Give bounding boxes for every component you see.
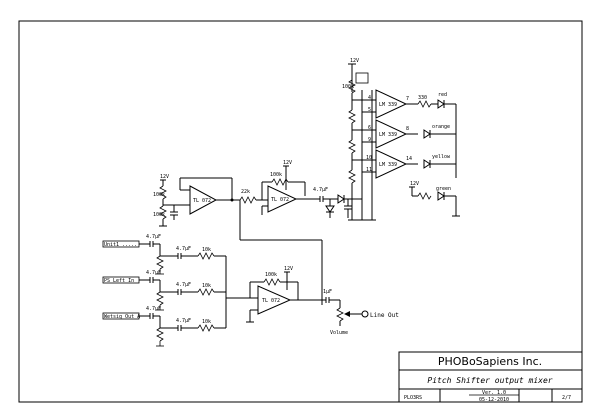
volume-wiper-arrow bbox=[344, 311, 350, 317]
company-name: PHOBoSapiens Inc. bbox=[438, 355, 542, 368]
opamp-label: TL 072 bbox=[271, 197, 289, 203]
opamp-output: TL 072 12V 100k 1µF Line Out Volume bbox=[246, 266, 399, 336]
opamp-label: TL 072 bbox=[193, 198, 211, 204]
cap-label: 1µF bbox=[323, 289, 332, 295]
cap-label: 4.7µF bbox=[313, 187, 328, 193]
sheet-border bbox=[18, 20, 583, 403]
supply-label: 12V bbox=[350, 58, 359, 64]
led-green-icon bbox=[437, 191, 445, 201]
bias-section: 12V 100k 100k bbox=[153, 174, 190, 227]
mix-resistor bbox=[197, 252, 215, 332]
input-section: Unit1 ..... PS Left In Wetsig Out A 4.7µ… bbox=[102, 234, 258, 347]
resistor-label: 100k bbox=[153, 212, 165, 218]
supply-label: 12V bbox=[284, 266, 293, 272]
input-label-2: PS Left In bbox=[104, 278, 134, 284]
resistor-label: 100k bbox=[153, 192, 165, 198]
title-block: PHOBoSapiens Inc. Pitch Shifter output m… bbox=[398, 351, 583, 403]
input-trim-resistor bbox=[156, 255, 164, 347]
revision: Ver. 1.0 bbox=[482, 390, 506, 396]
sheet-number: 2/7 bbox=[562, 395, 571, 401]
comparator-label: LM 339 bbox=[379, 162, 397, 168]
led-yellow-icon bbox=[423, 159, 431, 169]
resistor-label: 100k bbox=[265, 272, 277, 278]
led-label-red: red bbox=[438, 92, 447, 98]
cap-label: 4.7µF bbox=[146, 270, 161, 276]
led-label-yellow: yellow bbox=[432, 154, 451, 160]
cap-label: 4.7µF bbox=[146, 234, 161, 240]
mixer-wiring bbox=[239, 200, 323, 305]
pin-number: 7 bbox=[406, 96, 409, 102]
led-red-icon bbox=[437, 99, 445, 109]
cap-label: 4.7µF bbox=[146, 306, 161, 312]
pin-number: 14 bbox=[406, 156, 412, 162]
resistor-label: 100k bbox=[342, 84, 354, 90]
opamp-label: TL 072 bbox=[262, 298, 280, 304]
cap-label: 4.7µF bbox=[176, 246, 191, 252]
comparator-label: LM 339 bbox=[379, 102, 397, 108]
drawing-title: Pitch Shifter output mixer bbox=[427, 376, 552, 385]
input-capacitor bbox=[149, 241, 154, 319]
supply-label: 12V bbox=[410, 181, 419, 187]
pin-number: 11 bbox=[366, 167, 372, 173]
supply-label: 12V bbox=[160, 174, 169, 180]
supply-label: 12V bbox=[283, 160, 292, 166]
pin-number: 9 bbox=[368, 137, 371, 143]
pin-number: 10 bbox=[366, 155, 372, 161]
opamp-buffer: TL 072 bbox=[179, 177, 240, 215]
led-label-green: green bbox=[436, 186, 451, 192]
cap-label: 4.7µF bbox=[176, 282, 191, 288]
line-out-label: Line Out bbox=[370, 312, 399, 319]
gain-stage: 22k 100k TL 072 12V 4.7µF bbox=[239, 160, 362, 218]
led-label-orange: orange bbox=[432, 124, 450, 130]
led-bargraph: red orange yellow 12V green bbox=[409, 92, 460, 217]
resistor-label: 330 bbox=[418, 95, 427, 101]
date: 05-12-2010 bbox=[479, 397, 509, 403]
resistor-label: 10k bbox=[202, 319, 211, 325]
volume-label: Volume bbox=[330, 330, 348, 336]
input-label-1: Unit1 ..... bbox=[104, 242, 137, 248]
input-label-3: Wetsig Out A bbox=[104, 314, 140, 320]
document-id: PLO3RS bbox=[404, 395, 422, 401]
resistor-label: 10k bbox=[202, 247, 211, 253]
resistor-label: 22k bbox=[241, 189, 250, 195]
line-out-jack[interactable] bbox=[361, 310, 369, 318]
pin-number: 8 bbox=[406, 126, 409, 132]
pin-number: 4 bbox=[368, 95, 371, 101]
resistor-label: 10k bbox=[202, 283, 211, 289]
comparator-label: LM 339 bbox=[379, 132, 397, 138]
resistor-label: 100k bbox=[270, 172, 282, 178]
comparator-ladder: 12V 100k LM 339 LM 339 LM 339 4 5 6 9 10 bbox=[342, 58, 438, 221]
pin-number: 5 bbox=[368, 107, 371, 113]
cap-label: 4.7µF bbox=[176, 318, 191, 324]
pin-number: 6 bbox=[368, 125, 371, 131]
led-orange-icon bbox=[423, 129, 431, 139]
